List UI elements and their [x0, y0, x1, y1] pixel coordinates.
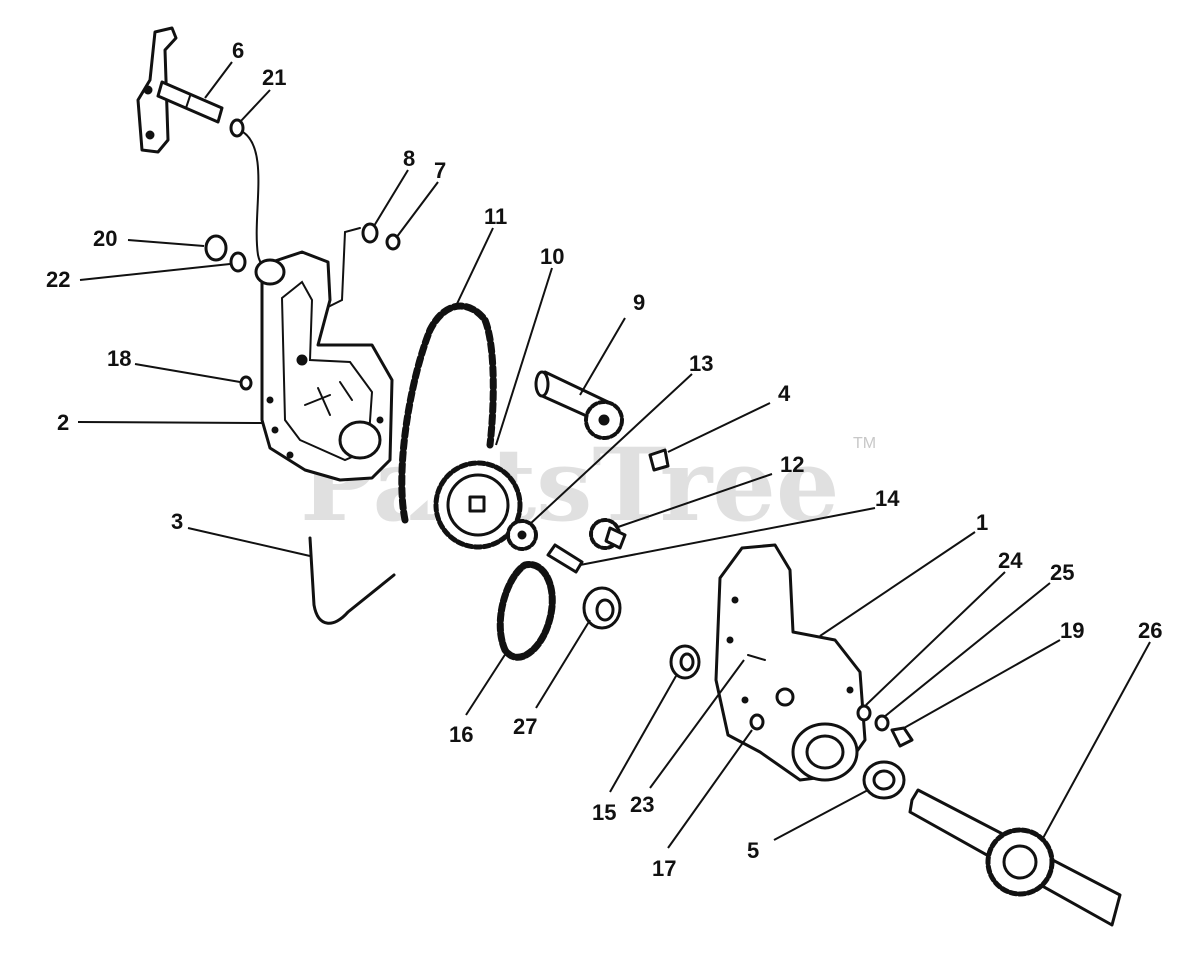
part-25-washer	[874, 714, 890, 732]
part-16-chain	[496, 561, 556, 661]
callout-labels: 6 21 8 7 11 10 20 22 9 13 18 4 2 12 14 3…	[46, 38, 1162, 881]
callout-20: 20	[93, 226, 117, 251]
part-22-washer	[229, 251, 247, 273]
callout-23: 23	[630, 792, 654, 817]
callout-2: 2	[57, 410, 69, 435]
callout-4: 4	[778, 381, 791, 406]
part-18-bolt	[239, 375, 253, 391]
watermark-trademark: TM	[853, 435, 876, 452]
callout-16: 16	[449, 722, 473, 747]
callout-24: 24	[998, 548, 1023, 573]
part-19-bolt	[890, 726, 914, 748]
part-8-washer	[361, 222, 379, 244]
callout-13: 13	[689, 351, 713, 376]
callout-3: 3	[171, 509, 183, 534]
part-20-bushing	[204, 234, 228, 262]
callout-14: 14	[875, 486, 900, 511]
callout-21: 21	[262, 65, 286, 90]
part-1-housing	[714, 543, 867, 782]
callout-8: 8	[403, 146, 415, 171]
callout-25: 25	[1050, 560, 1074, 585]
part-2-housing-cover	[254, 250, 394, 482]
part-12-sprocket	[589, 518, 627, 550]
callout-11: 11	[484, 204, 507, 229]
part-3-rod	[308, 536, 396, 625]
callout-10: 10	[540, 244, 564, 269]
part-10-sprocket	[433, 460, 523, 550]
callout-26: 26	[1138, 618, 1162, 643]
callout-9: 9	[633, 290, 645, 315]
part-23-pin	[747, 654, 766, 661]
part-27-washer	[582, 586, 622, 630]
callout-1: 1	[976, 510, 988, 535]
part-4-key	[648, 448, 670, 472]
part-6-lever-bracket	[136, 26, 224, 154]
part-13-sprocket	[506, 519, 538, 551]
callout-5: 5	[747, 838, 759, 863]
callout-15: 15	[592, 800, 616, 825]
part-7-nut	[385, 233, 401, 251]
callout-27: 27	[513, 714, 537, 739]
part-15-washer	[669, 644, 701, 680]
part-9-shaft-sprocket	[534, 370, 624, 440]
callout-17: 17	[652, 856, 676, 881]
part-17-dowel	[749, 713, 765, 731]
part-5-bearing	[862, 760, 906, 800]
callout-19: 19	[1060, 618, 1084, 643]
part-14-pin	[546, 543, 584, 574]
part-21-washer	[229, 118, 245, 138]
part-7-wire	[321, 227, 361, 311]
callout-6: 6	[232, 38, 244, 63]
part-26-axle	[908, 788, 1122, 927]
callout-22: 22	[46, 267, 70, 292]
leader-lines	[77, 61, 1151, 849]
part-11-chain	[398, 302, 497, 524]
callout-7: 7	[434, 158, 446, 183]
part-24-washer	[856, 704, 872, 722]
callout-12: 12	[780, 452, 804, 477]
callout-18: 18	[107, 346, 131, 371]
